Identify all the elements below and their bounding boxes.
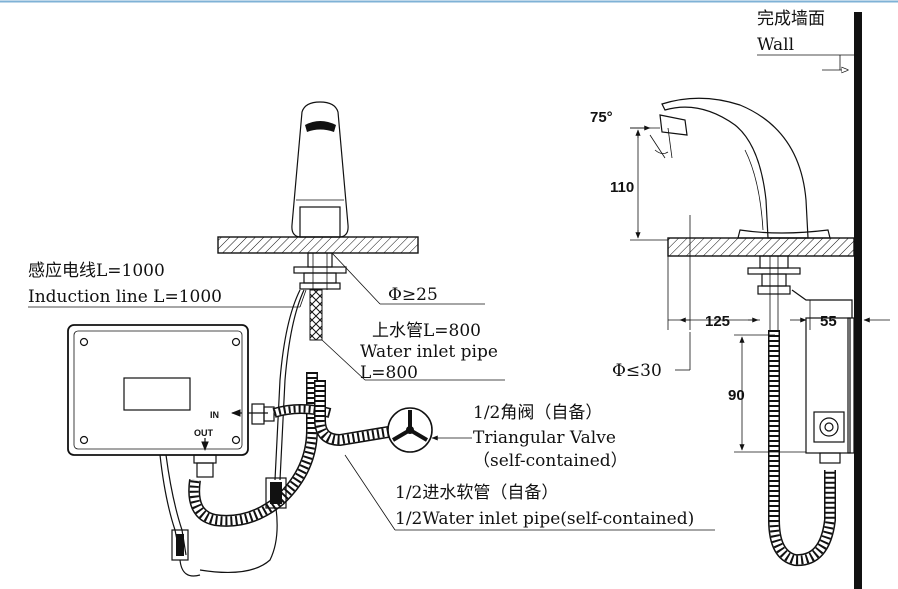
- wall-cn-label: 完成墙面: [757, 9, 825, 29]
- hose-en-label: 1/2Water inlet pipe(self-contained): [395, 509, 694, 529]
- dim-110: 110: [610, 127, 668, 241]
- control-box: [67, 324, 249, 456]
- shank-left: [293, 252, 347, 290]
- induction-en-label: Induction line L=1000: [28, 287, 222, 307]
- faucet-front: [291, 101, 349, 238]
- valve-cn-label: 1/2角阀（自备）: [473, 403, 602, 423]
- in-port-label: IN: [210, 410, 219, 420]
- dim-angle: 75°: [590, 109, 673, 159]
- triangular-valve: [387, 407, 433, 453]
- dia30-label: Φ≤30: [612, 361, 662, 381]
- out-port-label: OUT: [194, 428, 214, 438]
- inlet-cn-label: 上水管L=800: [372, 321, 481, 341]
- induction-wire: [199, 289, 305, 574]
- inlet-pipe-right: [768, 330, 836, 567]
- out-port: [193, 438, 217, 478]
- dim-90-label: 90: [728, 387, 745, 404]
- faucet-side: [659, 97, 831, 239]
- wall-en-label: Wall: [757, 35, 794, 55]
- supply-hose: [314, 380, 401, 447]
- dim-55-label: 55: [820, 313, 837, 330]
- inlet-leader: [321, 339, 366, 381]
- angle-label: 75°: [590, 109, 613, 126]
- dia25-leader: [331, 252, 381, 305]
- valve-en1-label: Triangular Valve: [473, 428, 616, 448]
- dim-110-label: 110: [610, 179, 634, 196]
- inlet-en1-label: Water inlet pipe: [360, 342, 498, 362]
- inlet-pipe-left: [188, 289, 323, 527]
- induction-cn-label: 感应电线L=1000: [28, 261, 165, 281]
- hose-leader: [344, 454, 396, 531]
- dim-125-label: 125: [705, 313, 730, 330]
- control-box-side: [791, 289, 855, 464]
- countertop-left: [217, 236, 419, 254]
- countertop-right: [667, 237, 855, 257]
- hose-cn-label: 1/2进水软管（自备）: [395, 483, 558, 503]
- inlet-en2-label: L=800: [360, 363, 418, 383]
- wall: [854, 12, 862, 589]
- dim-90: 90: [728, 334, 806, 453]
- dia25-label: Φ≥25: [388, 285, 438, 305]
- dim-dia30: Φ≤30: [612, 332, 691, 381]
- valve-en2-label: （self-contained）: [473, 451, 628, 471]
- sensor-wires: [159, 454, 201, 577]
- dim-125-55: 125 55: [667, 215, 890, 330]
